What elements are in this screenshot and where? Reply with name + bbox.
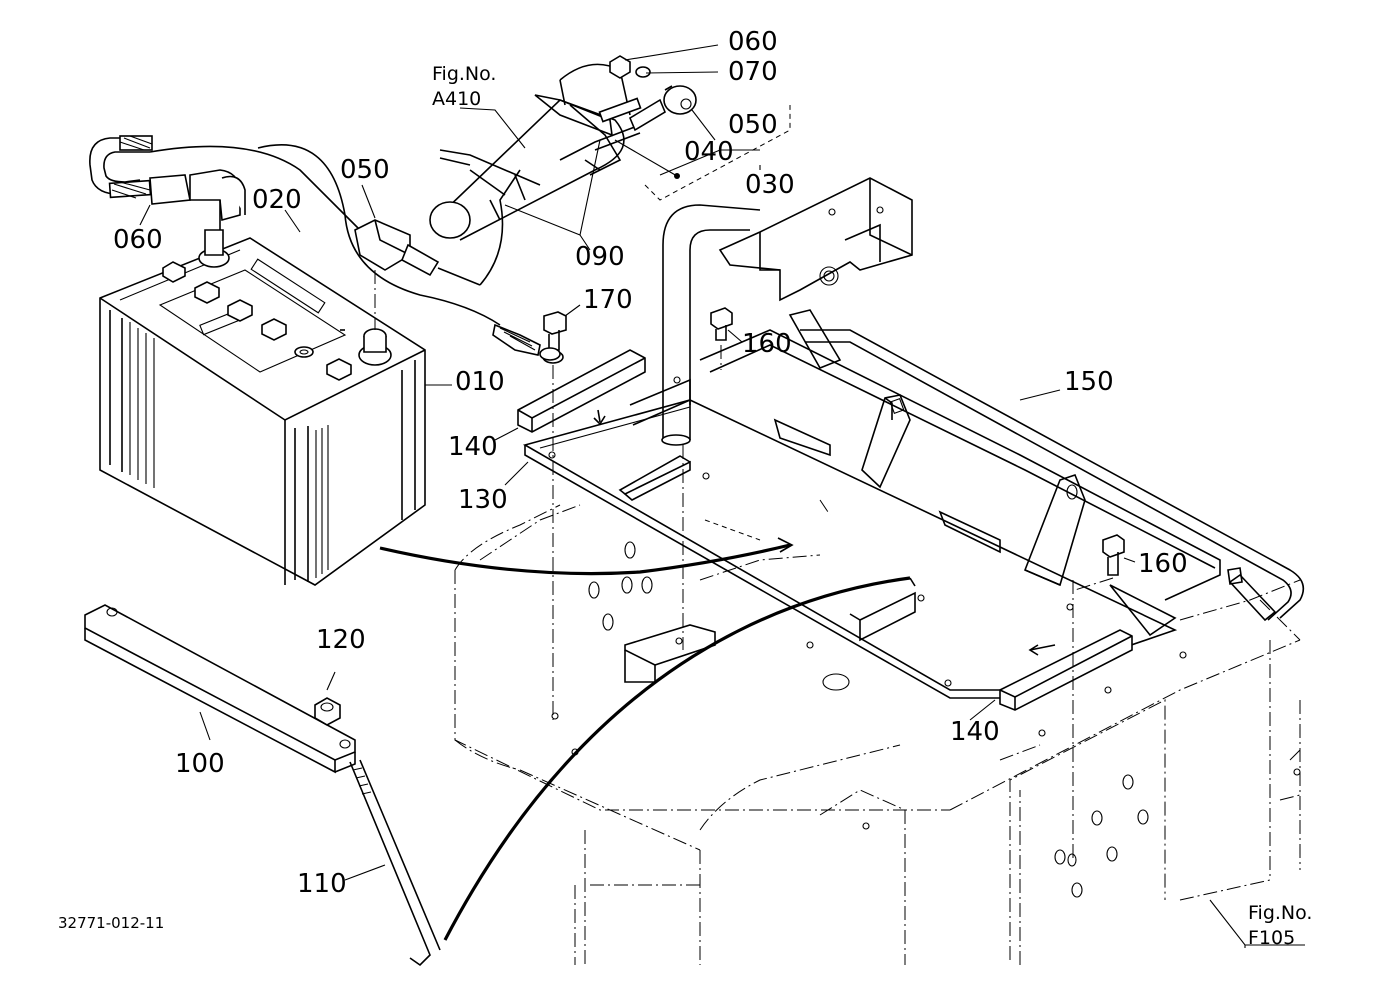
drawing-code: 32771-012-11 xyxy=(58,914,164,932)
rod-150 xyxy=(800,329,1305,622)
label-150: 150 xyxy=(1064,367,1114,397)
bolt-160-lower xyxy=(1072,534,1125,860)
battery-frame xyxy=(699,177,1221,601)
label-160-upper: 160 xyxy=(742,329,792,359)
label-010: 010 xyxy=(455,367,505,397)
label-060-cable: 060 xyxy=(113,225,163,255)
fig-ref-a410-code: A410 xyxy=(432,88,481,110)
vent-pipe xyxy=(661,204,761,650)
label-100: 100 xyxy=(175,749,225,779)
part-labels: 060 070 050 040 030 090 050 020 060 170 … xyxy=(113,27,1188,899)
fig-ref-f105-code: F105 xyxy=(1248,927,1295,949)
label-120: 120 xyxy=(316,625,366,655)
label-040: 040 xyxy=(684,137,734,167)
label-140-lower: 140 xyxy=(950,717,1000,747)
label-020: 020 xyxy=(252,185,302,215)
label-050-cable: 050 xyxy=(340,155,390,185)
fig-ref-f105-caption: Fig.No. xyxy=(1248,902,1312,924)
label-030: 030 xyxy=(745,170,795,200)
label-070: 070 xyxy=(728,57,778,87)
battery-caps xyxy=(162,261,352,381)
chassis-frame xyxy=(454,499,1301,965)
battery-tray-plate xyxy=(522,376,1178,699)
fig-ref-a410-caption: Fig.No. xyxy=(432,63,496,85)
spacer-140-upper xyxy=(517,349,646,433)
spacer-140-lower xyxy=(999,629,1133,711)
bolt-160-upper xyxy=(710,307,733,370)
assembly-arrows xyxy=(379,537,916,941)
hook-bolt-110 xyxy=(349,759,441,967)
nut-120 xyxy=(314,697,341,726)
positive-cable-050 xyxy=(257,144,561,361)
battery-010 xyxy=(99,229,426,586)
figure-references: Fig.No. A410 Fig.No. F105 xyxy=(432,63,1312,949)
bolt-170 xyxy=(542,311,567,720)
negative-cable-060 xyxy=(89,135,371,241)
hold-down-bar-100 xyxy=(84,604,356,774)
label-060-top: 060 xyxy=(728,27,778,57)
label-160-lower: 160 xyxy=(1138,549,1188,579)
label-140-upper: 140 xyxy=(448,432,498,462)
label-050-top: 050 xyxy=(728,110,778,140)
label-170: 170 xyxy=(583,285,633,315)
label-090: 090 xyxy=(575,242,625,272)
label-110: 110 xyxy=(297,869,347,899)
hose-assembly xyxy=(429,55,697,241)
leader-lines xyxy=(139,44,1305,948)
label-130: 130 xyxy=(458,485,508,515)
